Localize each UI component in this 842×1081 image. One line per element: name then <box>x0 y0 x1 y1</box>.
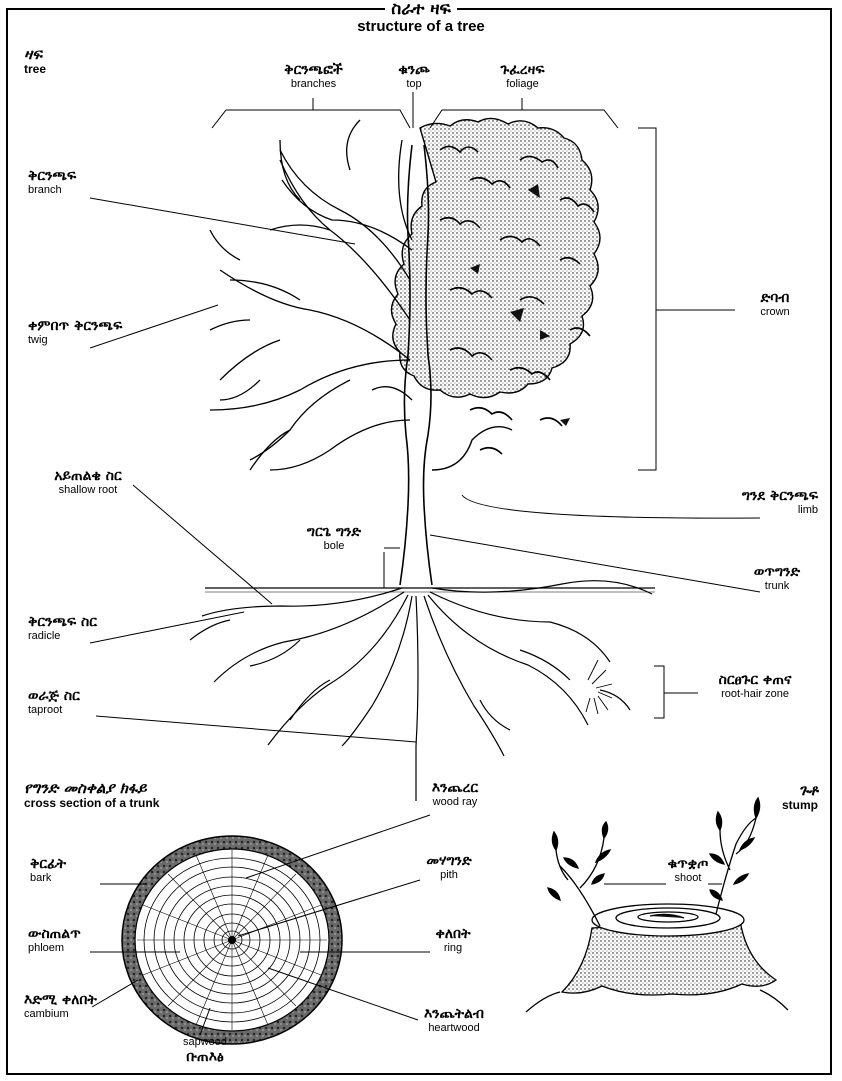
label-radicle-amharic: ቅርንጫፍ ስር <box>28 614 97 630</box>
label-cambium: እድሚ ቀለበት cambium <box>24 992 97 1021</box>
label-wood-ray-amharic: እንጨረር <box>410 780 500 796</box>
label-crown: ድባብ crown <box>735 290 815 319</box>
label-top-english: top <box>384 78 444 91</box>
section-tree-amharic: ዛፍ <box>24 46 46 63</box>
section-stump: ጉቶ stump <box>782 782 818 813</box>
label-foliage-english: foliage <box>475 78 570 91</box>
label-limb-amharic: ግንደ ቅርንጫፍ <box>742 488 818 504</box>
label-branches-amharic: ቅርንጫፎች <box>256 62 371 78</box>
label-bark-amharic: ቅርፊት <box>30 856 66 872</box>
label-twig-english: twig <box>28 334 122 347</box>
section-tree: ዛፍ tree <box>24 46 46 77</box>
label-ring-amharic: ቀለበት <box>418 926 488 942</box>
label-taproot-english: taproot <box>28 704 80 717</box>
label-foliage: ጉፈረዛፍ foliage <box>475 62 570 91</box>
label-crown-english: crown <box>735 306 815 319</box>
label-sapwood-english: sapwood <box>160 1036 250 1049</box>
label-root-hair-zone-amharic: ስርፀጉር ቀጠና <box>690 672 820 688</box>
label-limb: ግንደ ቅርንጫፍ limb <box>742 488 818 517</box>
label-wood-ray-english: wood ray <box>410 796 500 809</box>
label-sapwood: sapwood ቡጠእፅ <box>160 1036 250 1065</box>
label-branches: ቅርንጫፎች branches <box>256 62 371 91</box>
label-phloem: ውስጠልጥ phloem <box>28 926 81 955</box>
title-amharic: ስራተ ዛፍ <box>0 0 842 19</box>
section-cross-section: የግንድ መስቀልያ ክፋይ cross section of a trunk <box>24 780 159 811</box>
label-bole-amharic: ግርጌ ግንድ <box>284 524 384 540</box>
label-taproot: ወራጅ ስር taproot <box>28 688 80 717</box>
label-bark: ቅርፊት bark <box>30 856 66 885</box>
label-heartwood-english: heartwood <box>404 1022 504 1035</box>
label-foliage-amharic: ጉፈረዛፍ <box>475 62 570 78</box>
label-shoot-amharic: ቁጥቋጦ <box>656 856 720 872</box>
label-shallow-root-amharic: አይጠልቄ ስር <box>28 468 148 484</box>
label-pith: መሃግንድ pith <box>404 853 494 882</box>
section-cross-section-amharic: የግንድ መስቀልያ ክፋይ <box>24 780 159 797</box>
label-wood-ray: እንጨረር wood ray <box>410 780 500 809</box>
label-branch-english: branch <box>28 184 76 197</box>
cross-section-drawing <box>90 815 430 1044</box>
label-branch: ቅርንጫፍ branch <box>28 168 76 197</box>
label-shallow-root: አይጠልቄ ስር shallow root <box>28 468 148 497</box>
label-trunk-english: trunk <box>732 580 822 593</box>
label-heartwood: እንጨትልብ heartwood <box>404 1006 504 1035</box>
label-bole: ግርጌ ግንድ bole <box>284 524 384 553</box>
label-shallow-root-english: shallow root <box>28 484 148 497</box>
label-phloem-english: phloem <box>28 942 81 955</box>
label-cambium-english: cambium <box>24 1008 97 1021</box>
section-stump-amharic: ጉቶ <box>782 782 818 799</box>
label-shoot-english: shoot <box>656 872 720 885</box>
tree-drawing <box>190 118 655 801</box>
section-tree-english: tree <box>24 63 46 77</box>
label-bark-english: bark <box>30 872 66 885</box>
label-twig: ቀምበጥ ቅርንጫፍ twig <box>28 318 122 347</box>
label-radicle-english: radicle <box>28 630 97 643</box>
title-english: structure of a tree <box>0 19 842 36</box>
label-twig-amharic: ቀምበጥ ቅርንጫፍ <box>28 318 122 334</box>
label-bole-english: bole <box>284 540 384 553</box>
label-shoot: ቁጥቋጦ shoot <box>656 856 720 885</box>
label-branch-amharic: ቅርንጫፍ <box>28 168 76 184</box>
label-trunk-amharic: ወጥግንድ <box>732 564 822 580</box>
section-stump-english: stump <box>782 799 818 813</box>
label-taproot-amharic: ወራጅ ስር <box>28 688 80 704</box>
label-heartwood-amharic: እንጨትልብ <box>404 1006 504 1022</box>
label-limb-english: limb <box>742 504 818 517</box>
label-sapwood-amharic: ቡጠእፅ <box>160 1049 250 1065</box>
label-root-hair-zone-english: root-hair zone <box>690 688 820 701</box>
label-ring: ቀለበት ring <box>418 926 488 955</box>
label-trunk: ወጥግንድ trunk <box>732 564 822 593</box>
label-crown-amharic: ድባብ <box>735 290 815 306</box>
label-ring-english: ring <box>418 942 488 955</box>
label-pith-english: pith <box>404 869 494 882</box>
label-radicle: ቅርንጫፍ ስር radicle <box>28 614 97 643</box>
label-top-amharic: ቁንጮ <box>384 62 444 78</box>
label-branches-english: branches <box>256 78 371 91</box>
stump-drawing <box>526 798 788 1012</box>
label-cambium-amharic: እድሚ ቀለበት <box>24 992 97 1008</box>
label-top: ቁንጮ top <box>384 62 444 91</box>
label-pith-amharic: መሃግንድ <box>404 853 494 869</box>
poster-title: ስራተ ዛፍ structure of a tree <box>0 0 842 35</box>
label-root-hair-zone: ስርፀጉር ቀጠና root-hair zone <box>690 672 820 701</box>
section-cross-section-english: cross section of a trunk <box>24 797 159 811</box>
label-phloem-amharic: ውስጠልጥ <box>28 926 81 942</box>
